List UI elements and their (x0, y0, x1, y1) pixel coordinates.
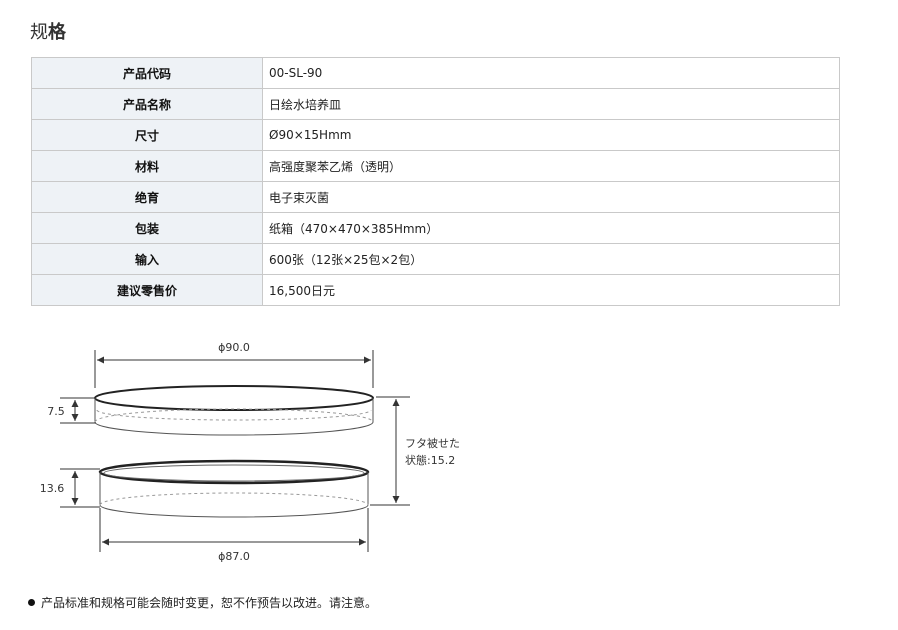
disclaimer-text: 产品标准和规格可能会随时变更，恕不作预告以改进。请注意。 (41, 596, 378, 610)
stacked-label-line1: フタ被せた (405, 437, 460, 450)
table-row: 包装纸箱（470×470×385Hmm） (31, 212, 840, 244)
disclaimer-note: 产品标准和规格可能会随时变更，恕不作预告以改进。请注意。 (28, 594, 377, 611)
spec-key: 绝育 (31, 181, 263, 213)
spec-value: 日绘水培养皿 (262, 88, 840, 120)
stacked-label-line2: 状態:15.2 (405, 453, 455, 467)
spec-key: 尺寸 (31, 119, 263, 151)
spec-value: 600张（12张×25包×2包） (262, 243, 840, 275)
bullet-icon (28, 599, 35, 606)
spec-key: 建议零售价 (31, 274, 263, 306)
spec-value: 00-SL-90 (262, 57, 840, 89)
spec-key: 产品代码 (31, 57, 263, 89)
lid-height-label: 7.5 (47, 405, 65, 418)
bottom-width-label: ϕ87.0 (218, 550, 250, 563)
spec-value: 16,500日元 (262, 274, 840, 306)
dimension-diagram: ϕ90.0 7.5 13.6 フタ被せた 状態:15.2 ϕ87.0 (40, 341, 460, 563)
spec-key: 包装 (31, 212, 263, 244)
spec-key: 输入 (31, 243, 263, 275)
spec-key: 产品名称 (31, 88, 263, 120)
lid-drawing (94, 385, 374, 436)
table-row: 绝育电子束灭菌 (31, 181, 840, 213)
spec-value: 纸箱（470×470×385Hmm） (262, 212, 840, 244)
table-row: 产品名称日绘水培养皿 (31, 88, 840, 120)
top-width-label: ϕ90.0 (218, 341, 250, 354)
page-title: 规格 (30, 22, 66, 43)
spec-key: 材料 (31, 150, 263, 182)
spec-value: 电子束灭菌 (262, 181, 840, 213)
table-row: 材料高强度聚苯乙烯（透明） (31, 150, 840, 182)
spec-value: Ø90×15Hmm (262, 119, 840, 151)
dish-height-label: 13.6 (40, 482, 65, 495)
spec-value: 高强度聚苯乙烯（透明） (262, 150, 840, 182)
dish-drawing (98, 459, 370, 518)
